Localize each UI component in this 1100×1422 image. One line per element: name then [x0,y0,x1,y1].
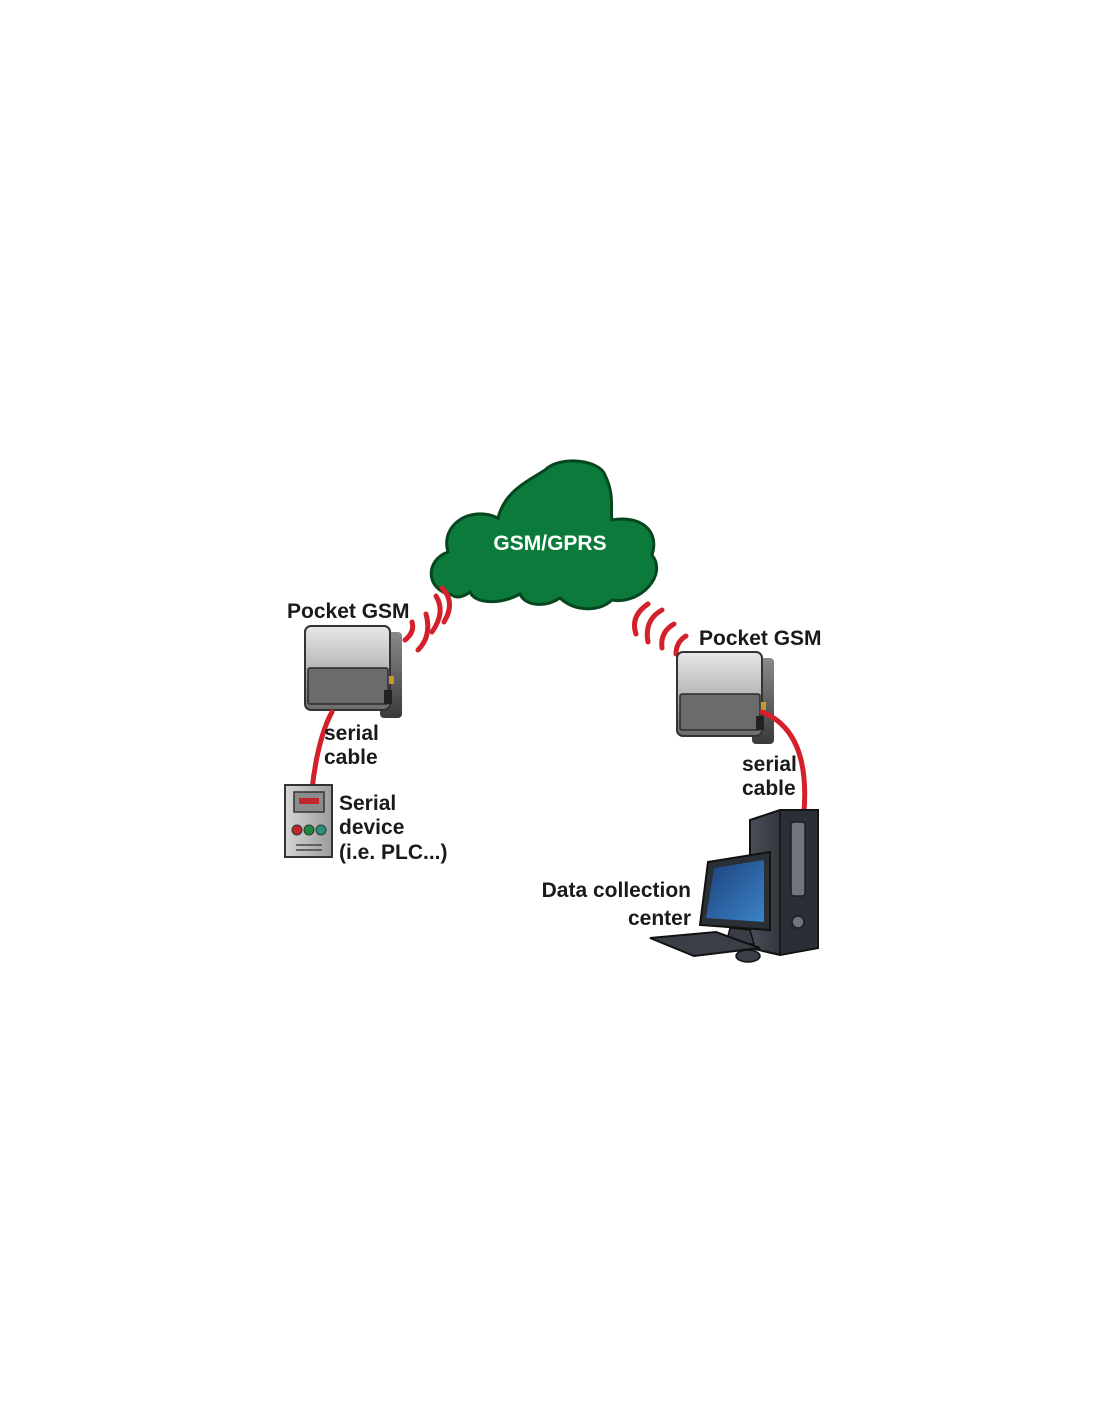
cloud-label: GSM/GPRS [493,532,606,555]
right-modem-label: Pocket GSM [699,627,822,650]
plc-red-button-icon [291,824,303,836]
left-modem-label: Pocket GSM [287,600,410,623]
data-center-label-line2: center [628,907,691,930]
left-cable-label-line2: cable [324,746,378,769]
right-pocket-gsm-modem: Pocket GSM [676,627,822,744]
plc-teal-button-icon [315,824,327,836]
monitor-screen [706,860,764,922]
right-serial-cable [759,709,808,815]
data-center-label-line1: Data collection [542,879,691,902]
data-collection-computer [649,809,819,963]
computer-keyboard [649,930,761,958]
serial-device-plc [284,784,333,858]
left-pocket-gsm-modem: Pocket GSM [287,600,410,718]
left-cable-label-line1: serial [324,722,379,745]
left-signal-waves-icon [402,585,452,653]
right-cable-label-line1: serial [742,753,797,776]
left-serial-cable [309,709,335,793]
right-signal-waves-icon [632,601,689,657]
plc-green-button-icon [303,824,315,836]
computer-mouse [735,949,761,963]
power-button-icon [791,915,805,929]
gsm-gprs-cloud: GSM/GPRS [429,459,659,611]
serial-device-label-line2: device [339,816,404,839]
serial-device-label-line1: Serial [339,792,396,815]
cloud-shape [429,459,659,611]
serial-device-label-line3: (i.e. PLC...) [339,841,448,864]
right-cable-label-line2: cable [742,777,796,800]
